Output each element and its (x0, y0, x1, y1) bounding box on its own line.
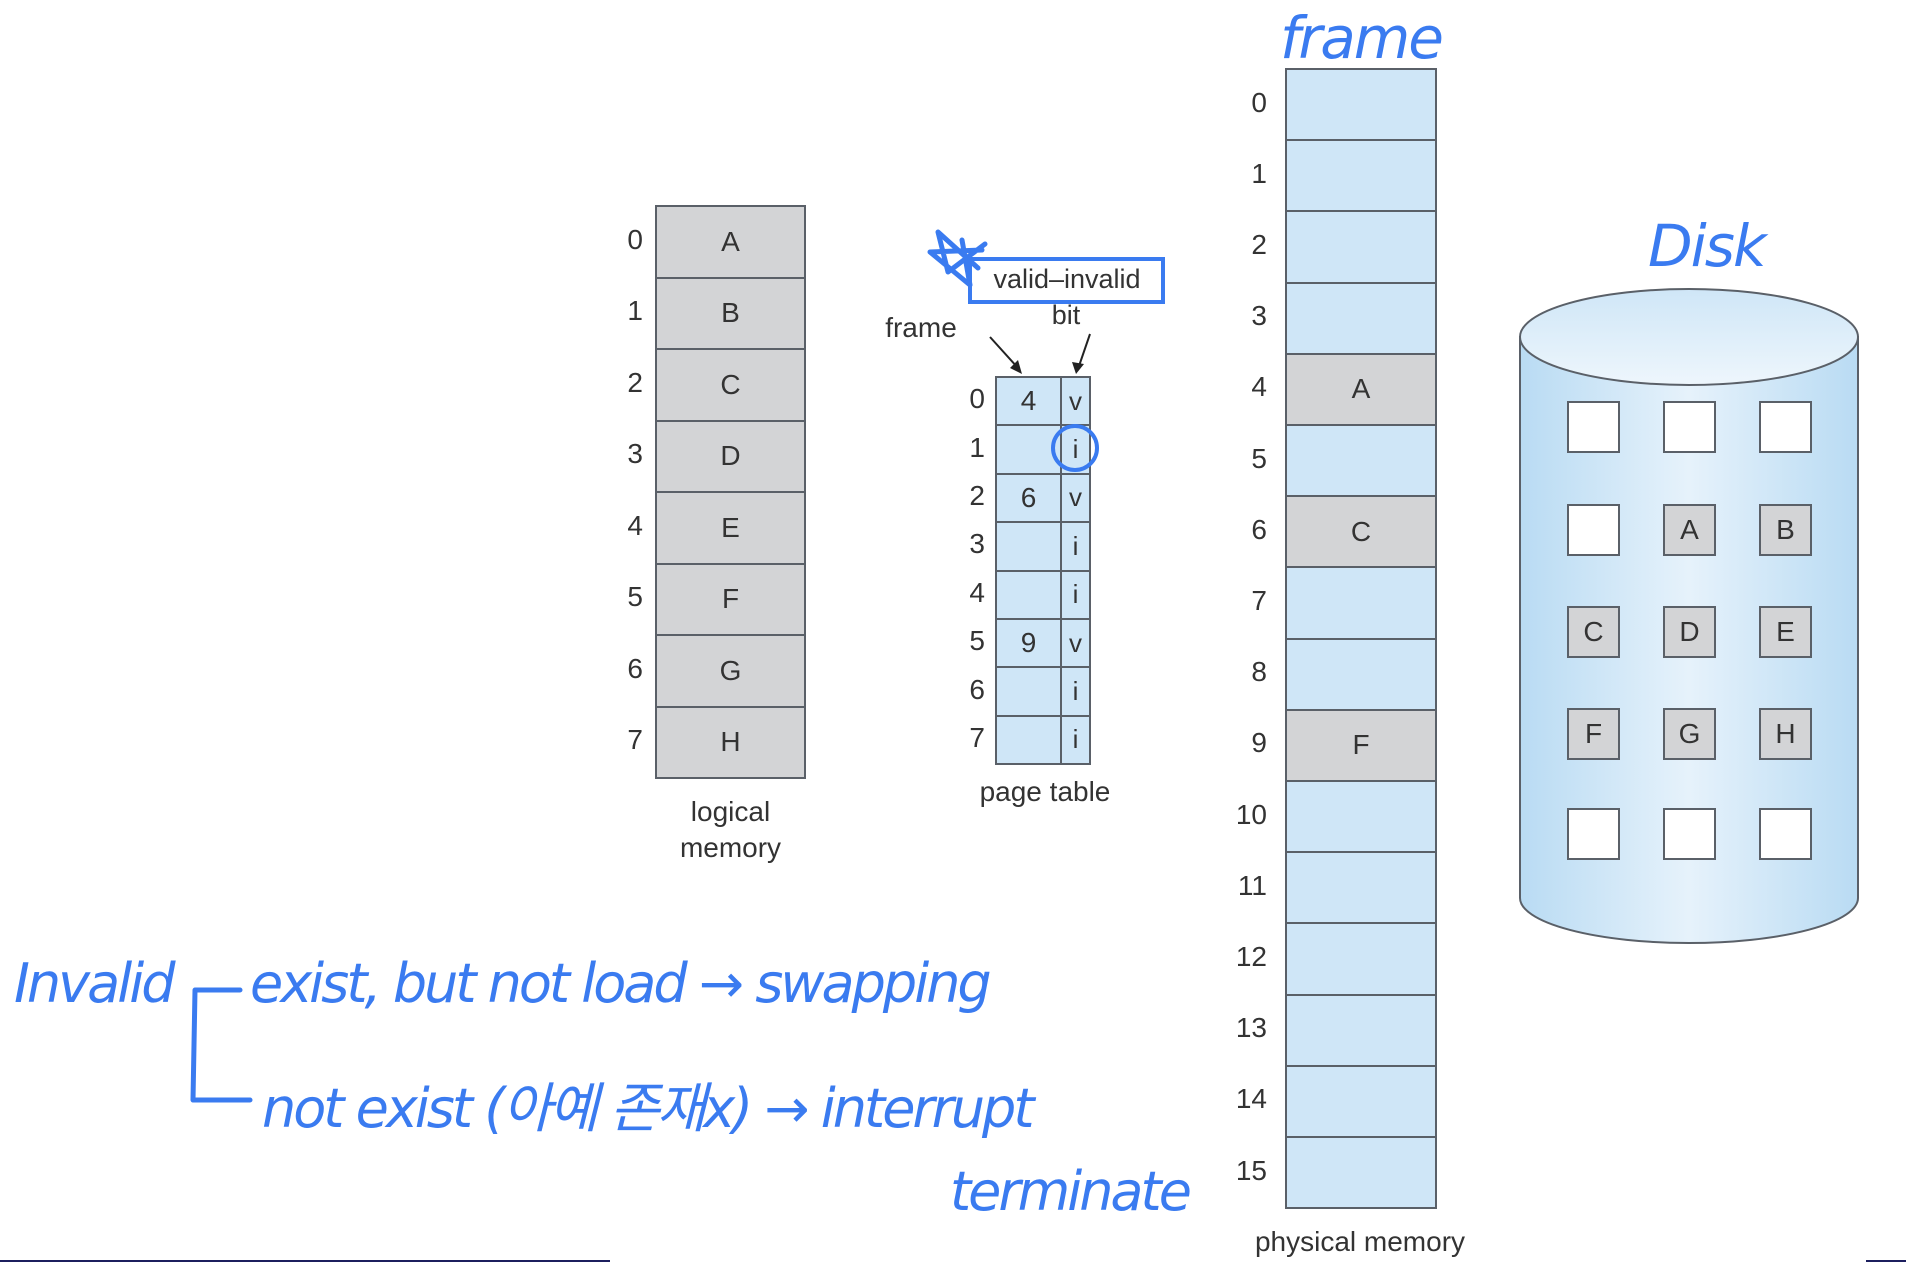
page-table-index: 6 (969, 673, 985, 705)
invalid-case-not-exist: not exist (아예 존재x) → interrupt (262, 1077, 1035, 1140)
physical-frame-cell (1285, 637, 1437, 711)
physical-frame-cell (1285, 68, 1437, 142)
valid-invalid-header: valid–invalid (993, 264, 1141, 294)
physical-frame-index: 11 (1237, 869, 1267, 901)
physical-frame-cell (1285, 851, 1437, 925)
bit-header: bit (1051, 300, 1081, 330)
physical-frame-index: 5 (1251, 442, 1267, 474)
physical-frame-index: 12 (1235, 941, 1267, 972)
page-table-frame-cell: 6 (995, 472, 1062, 524)
disk-block (1759, 401, 1812, 453)
physical-frame-cell (1285, 993, 1437, 1067)
disk-block (1567, 401, 1620, 453)
terminate-note: terminate (950, 1160, 1192, 1223)
logical-page-index: 7 (627, 724, 643, 756)
physical-frame-cell (1285, 922, 1437, 996)
disk-block: C (1567, 606, 1620, 658)
disk-block: F (1567, 708, 1620, 760)
physical-frame-index: 13 (1235, 1012, 1267, 1044)
physical-frame-cell (1285, 210, 1437, 284)
logical-page-index: 0 (627, 223, 643, 255)
logical-page-cell: B (655, 276, 806, 350)
logical-memory-label-line2: memory (679, 832, 782, 863)
physical-memory-label: physical memory (1254, 1226, 1466, 1257)
invalid-heading: Invalid (14, 952, 175, 1015)
disk-block: H (1759, 708, 1812, 760)
logical-memory-label-line1: logical (690, 796, 771, 827)
disk-block (1567, 504, 1620, 556)
page-table-label: page table (979, 776, 1111, 807)
logical-page-cell: H (655, 705, 806, 779)
page-table-frame-cell: 9 (995, 618, 1062, 669)
frame-pointer-arrow (989, 336, 1022, 374)
page-table-valid-bit-cell: i (1060, 714, 1091, 766)
page-table-index: 1 (969, 431, 985, 463)
page-table-valid-bit-cell: v (1060, 376, 1091, 427)
invalid-case-not-loaded: exist, but not load → swapping (250, 952, 992, 1015)
physical-frame-cell: A (1285, 352, 1437, 426)
bit-pointer-arrow (1072, 333, 1091, 374)
physical-frame-cell (1285, 1064, 1437, 1138)
disk-block (1759, 808, 1812, 860)
physical-frame-cell: F (1285, 708, 1437, 782)
physical-frame-index: 15 (1235, 1154, 1267, 1186)
disk-block: G (1663, 708, 1716, 760)
physical-frame-index: 4 (1251, 371, 1267, 403)
physical-frame-index: 0 (1251, 86, 1267, 118)
page-table-index: 4 (969, 576, 985, 608)
physical-frame-cell (1285, 1136, 1437, 1210)
page-table-index: 7 (969, 722, 985, 753)
valid-invalid-highlight-box (968, 257, 1165, 304)
physical-frame-index: 3 (1251, 300, 1267, 332)
frame-handwritten-title: frame (1280, 4, 1444, 72)
physical-frame-index: 6 (1251, 513, 1267, 545)
logical-page-index: 4 (627, 509, 643, 541)
logical-page-cell: C (655, 348, 806, 422)
logical-page-index: 1 (627, 295, 643, 327)
physical-frame-index: 2 (1251, 229, 1267, 260)
disk-block: D (1663, 606, 1716, 658)
physical-frame-index: 7 (1251, 585, 1267, 616)
disk-block: B (1759, 504, 1812, 556)
disk-top (1519, 288, 1859, 386)
page-table-index: 2 (969, 480, 985, 511)
physical-frame-cell (1285, 780, 1437, 854)
logical-page-cell: G (655, 634, 806, 708)
physical-frame-cell (1285, 424, 1437, 498)
page-table-valid-bit-cell: i (1060, 666, 1091, 717)
page-table-valid-bit-cell: i (1060, 569, 1091, 620)
page-table-frame-cell (995, 714, 1062, 766)
disk-block (1663, 401, 1716, 453)
invalid-bit-circle (1051, 424, 1099, 472)
invalid-bracket (190, 987, 253, 1103)
physical-frame-index: 9 (1251, 727, 1267, 759)
page-table-valid-bit-cell: v (1060, 618, 1091, 669)
physical-frame-index: 8 (1251, 656, 1267, 688)
disk-block: A (1663, 504, 1716, 556)
disk-block: E (1759, 606, 1812, 658)
page-table-index: 3 (969, 528, 985, 560)
star-mark-icon (927, 229, 988, 288)
disk-handwritten-title: Disk (1648, 212, 1767, 280)
physical-frame-index: 10 (1235, 798, 1267, 830)
physical-frame-index: 1 (1251, 157, 1267, 189)
physical-frame-index: 14 (1235, 1083, 1267, 1115)
disk-block (1567, 808, 1620, 860)
logical-page-cell: E (655, 491, 806, 565)
logical-page-cell: D (655, 419, 806, 493)
physical-frame-cell (1285, 139, 1437, 213)
page-table-index: 5 (969, 625, 985, 657)
logical-page-index: 5 (627, 581, 643, 613)
disk-block (1663, 808, 1716, 860)
frame-column-header: frame (885, 312, 957, 343)
logical-page-index: 6 (627, 652, 643, 684)
logical-page-index: 3 (627, 438, 643, 470)
page-table-index: 0 (969, 383, 985, 415)
logical-page-index: 2 (627, 366, 643, 398)
logical-memory-label: logical memory (655, 794, 806, 866)
logical-page-cell: F (655, 562, 806, 636)
